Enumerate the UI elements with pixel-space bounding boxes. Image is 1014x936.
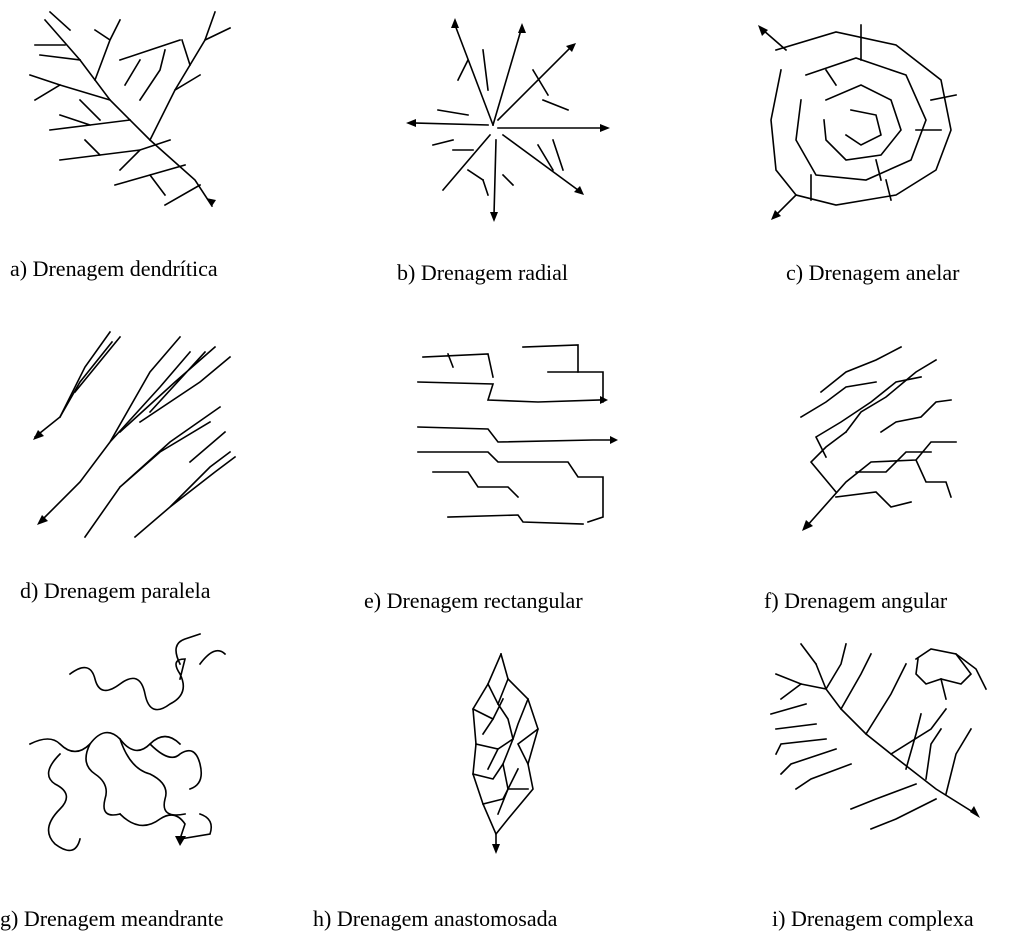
angular-drainage-icon [676,312,1014,624]
caption-b: b) Drenagem radial [397,262,568,284]
caption-e: e) Drenagem rectangular [364,590,583,612]
caption-g: g) Drenagem meandrante [0,908,224,930]
panel-complex: i) Drenagem complexa [676,624,1014,936]
rectangular-drainage-icon [338,312,676,624]
panel-dendritic: a) Drenagem dendrítica [0,0,338,312]
caption-h: h) Drenagem anastomosada [313,908,557,930]
panel-angular: f) Drenagem angular [676,312,1014,624]
caption-d: d) Drenagem paralela [20,580,211,602]
caption-f: f) Drenagem angular [764,590,947,612]
caption-a: a) Drenagem dendrítica [10,258,218,280]
panel-rectangular: e) Drenagem rectangular [338,312,676,624]
meandering-drainage-icon [0,624,338,936]
caption-i: i) Drenagem complexa [772,908,974,930]
panel-parallel: d) Drenagem paralela [0,312,338,624]
caption-c: c) Drenagem anelar [786,262,959,284]
panel-anastomosing: h) Drenagem anastomosada [338,624,676,936]
panel-radial: b) Drenagem radial [338,0,676,312]
panel-meandering: g) Drenagem meandrante [0,624,338,936]
anastomosing-drainage-icon [338,624,676,936]
panel-annular: c) Drenagem anelar [676,0,1014,312]
complex-drainage-icon [676,624,1014,936]
